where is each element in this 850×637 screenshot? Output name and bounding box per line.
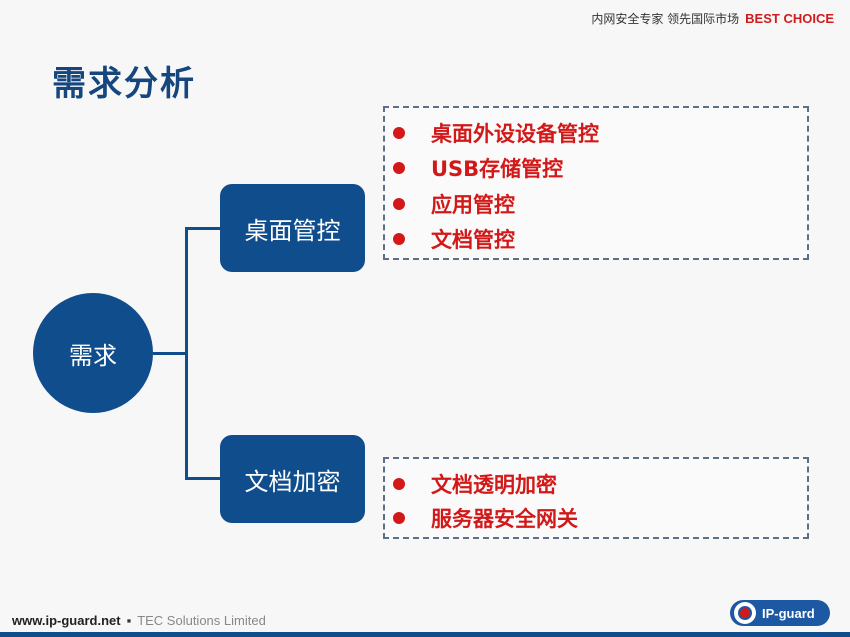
list-item: 文档透明加密 bbox=[393, 469, 557, 499]
list-item-label: USB存储管控 bbox=[431, 157, 564, 181]
detail-box-document-encryption: 文档透明加密 服务器安全网关 bbox=[383, 457, 809, 539]
tagline-text: 内网安全专家 领先国际市场 bbox=[591, 12, 740, 26]
logo-seal-icon bbox=[734, 602, 756, 624]
connector-to-encryption bbox=[185, 477, 221, 480]
list-item-label: 服务器安全网关 bbox=[431, 507, 578, 531]
header-tagline: 内网安全专家 领先国际市场 BEST CHOICE bbox=[591, 10, 834, 27]
connector-to-desktop bbox=[185, 227, 221, 230]
bullet-dot bbox=[393, 478, 405, 490]
list-item: 文档管控 bbox=[393, 224, 515, 254]
list-item-label: 应用管控 bbox=[431, 193, 515, 217]
detail-box-desktop-control: 桌面外设设备管控 USB存储管控 应用管控 文档管控 bbox=[383, 106, 809, 260]
list-item-label: 文档透明加密 bbox=[431, 473, 557, 497]
bullet-dot bbox=[393, 233, 405, 245]
bullet-dot bbox=[393, 162, 405, 174]
footer-separator: ▪ bbox=[126, 613, 132, 628]
bullet-dot bbox=[393, 127, 405, 139]
bullet-dot bbox=[393, 512, 405, 524]
list-item-label: 桌面外设设备管控 bbox=[431, 122, 599, 146]
logo-text: IP-guard bbox=[762, 605, 815, 621]
best-choice-text: BEST CHOICE bbox=[745, 11, 834, 26]
ip-guard-logo: IP-guard bbox=[730, 600, 830, 626]
footer-company: TEC Solutions Limited bbox=[137, 613, 266, 628]
footer-bar bbox=[0, 632, 850, 637]
list-item: USB存储管控 bbox=[393, 153, 563, 183]
branch-node-document-encryption: 文档加密 bbox=[220, 435, 365, 523]
list-item: 服务器安全网关 bbox=[393, 503, 578, 533]
connector-vertical-trunk bbox=[185, 227, 188, 479]
list-item: 桌面外设设备管控 bbox=[393, 118, 599, 148]
list-item: 应用管控 bbox=[393, 189, 515, 219]
bullet-dot bbox=[393, 198, 405, 210]
page-title: 需求分析 bbox=[52, 64, 196, 104]
footer-url-link[interactable]: www.ip-guard.net bbox=[12, 613, 121, 628]
root-node-requirement: 需求 bbox=[33, 293, 153, 413]
connector-root-trunk bbox=[153, 352, 187, 355]
list-item-label: 文档管控 bbox=[431, 228, 515, 252]
footer-text: www.ip-guard.net ▪ TEC Solutions Limited bbox=[12, 613, 266, 628]
branch-node-desktop-control: 桌面管控 bbox=[220, 184, 365, 272]
